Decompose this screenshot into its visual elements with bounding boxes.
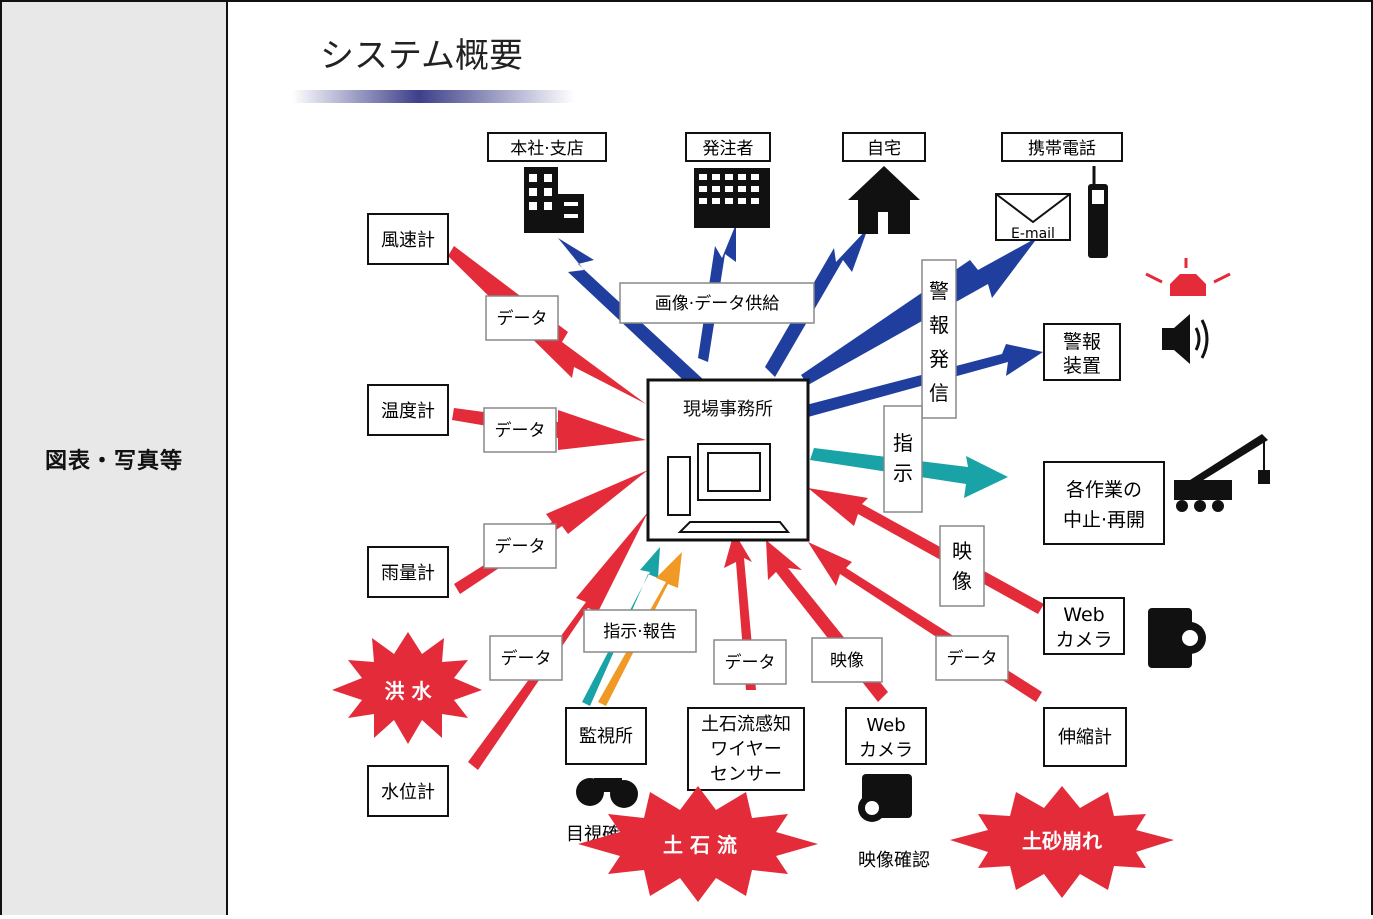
webcam-right-line-2: カメラ	[1055, 629, 1112, 651]
dosekiryu-label: 土 石 流	[663, 833, 737, 857]
webcam-bottom-line-2: カメラ	[859, 740, 913, 761]
wire-sensor-line-2: ワイヤー	[710, 739, 781, 760]
office-building-icon	[524, 167, 584, 233]
data-label-box-5	[713, 639, 787, 685]
sagyo-line-1: 各作業の	[1066, 479, 1142, 501]
eizo-label: 映像	[830, 651, 864, 671]
mobile-phone-icon	[1088, 166, 1108, 258]
email-label: E-mail	[1011, 226, 1055, 242]
data-label-4: データ	[501, 648, 552, 669]
honsha-box	[487, 132, 607, 162]
keitai-box	[1001, 132, 1123, 162]
video-camera-bottom-icon	[858, 774, 912, 822]
row-label-cell: 図表・写真等	[2, 2, 228, 915]
crane-icon	[1174, 434, 1270, 512]
video-camera-icon	[1148, 608, 1206, 668]
hacchusha-box	[685, 132, 771, 162]
data-label-box-1	[485, 295, 559, 341]
shiji-box	[883, 405, 923, 513]
wire-sensor-box	[687, 707, 805, 791]
suiikei-box	[367, 765, 449, 817]
computer-icon	[667, 443, 791, 533]
shiji-char-1: 指	[893, 431, 913, 455]
keiho-hasshin-char-2: 報	[929, 313, 949, 337]
webcam-right-line-1: Web	[1063, 604, 1104, 626]
system-overview-diagram: システム概要 現場事務所 本社·支店 発注者	[292, 36, 1270, 902]
data-label-3: データ	[495, 536, 546, 557]
keiho-hasshin-char-3: 発	[929, 347, 949, 371]
kanshijo-label: 監視所	[579, 726, 633, 747]
dosekiryu-burst: 土 石 流	[578, 786, 818, 902]
eizo-kakunin-caption: 映像確認	[858, 850, 930, 871]
keiho-hasshin-char-1: 警	[929, 279, 949, 303]
fusokukei-box	[367, 213, 449, 265]
shinshukukei-label: 伸縮計	[1058, 727, 1112, 748]
data-label-2: データ	[495, 420, 546, 441]
dosha-burst: 土砂崩れ	[950, 786, 1174, 898]
fusokukei-label: 風速計	[381, 230, 435, 251]
keiho-sochi-line-1: 警報	[1063, 331, 1101, 353]
arrow-to-jitaku	[765, 228, 868, 377]
honsha-label: 本社·支店	[510, 139, 583, 159]
data-label-box-4	[489, 635, 563, 681]
uryokei-label: 雨量計	[381, 563, 435, 584]
data-label-box-2	[483, 407, 557, 453]
kozui-label: 洪 水	[385, 679, 433, 703]
uryokei-box	[367, 546, 449, 598]
keiho-hasshin-box	[921, 259, 957, 419]
eizo-label-box	[811, 637, 883, 683]
gazo-data-label: 画像·データ供給	[655, 293, 779, 314]
speaker-icon	[1162, 314, 1209, 364]
sagyo-line-2: 中止·再開	[1063, 509, 1145, 531]
data-label-box-6	[935, 635, 1009, 681]
shinshukukei-box	[1043, 707, 1127, 767]
binoculars-icon	[576, 778, 638, 808]
hacchusha-label: 発注者	[703, 139, 754, 159]
kanshijo-box	[565, 707, 647, 765]
keitai-label: 携帯電話	[1028, 139, 1096, 159]
shiji-hokoku-label: 指示·報告	[603, 622, 676, 642]
shiji-char-2: 示	[893, 461, 913, 485]
eizo-vertical-char-1: 映	[952, 539, 972, 563]
webcam-bottom-line-1: Web	[866, 715, 905, 736]
email-icon: E-mail	[995, 193, 1071, 242]
sagyo-box	[1043, 461, 1165, 545]
keiho-hasshin-char-4: 信	[929, 381, 949, 405]
arrow-from-webcam-right	[808, 488, 1044, 614]
eizo-vertical-char-2: 像	[952, 569, 972, 593]
shiji-hokoku-box	[583, 609, 697, 653]
data-label-box-3	[483, 523, 557, 569]
data-label-5: データ	[725, 652, 776, 673]
large-building-icon	[694, 168, 770, 228]
ondokei-label: 温度計	[381, 401, 435, 422]
kozui-burst: 洪 水	[332, 632, 482, 744]
gazo-data-label-box	[619, 282, 815, 324]
house-icon	[848, 166, 920, 234]
keiho-sochi-line-2: 装置	[1063, 355, 1101, 377]
jitaku-box	[842, 132, 926, 162]
center-label: 現場事務所	[683, 399, 773, 420]
warning-light-icon	[1145, 258, 1231, 296]
title-underline	[292, 90, 574, 103]
arrow-to-keitai	[801, 237, 1038, 385]
wire-sensor-line-1: 土石流感知	[701, 714, 791, 735]
data-label-1: データ	[497, 308, 548, 329]
keiho-sochi-box	[1043, 323, 1121, 381]
suiikei-label: 水位計	[381, 782, 435, 803]
diagram-title: システム概要	[320, 36, 523, 76]
arrow-to-kanshijo	[582, 547, 660, 706]
webcam-bottom-box	[845, 707, 927, 765]
wire-sensor-line-3: センサー	[710, 764, 782, 785]
ondokei-box	[367, 384, 449, 436]
row-label: 図表・写真等	[44, 448, 183, 474]
jitaku-label: 自宅	[867, 139, 901, 159]
dosha-label: 土砂崩れ	[1022, 829, 1102, 853]
diagram-cell: システム概要 現場事務所 本社·支店 発注者	[228, 2, 1371, 915]
eizo-vertical-box	[939, 525, 985, 607]
data-label-6: データ	[947, 648, 998, 669]
webcam-right-box	[1043, 597, 1125, 655]
